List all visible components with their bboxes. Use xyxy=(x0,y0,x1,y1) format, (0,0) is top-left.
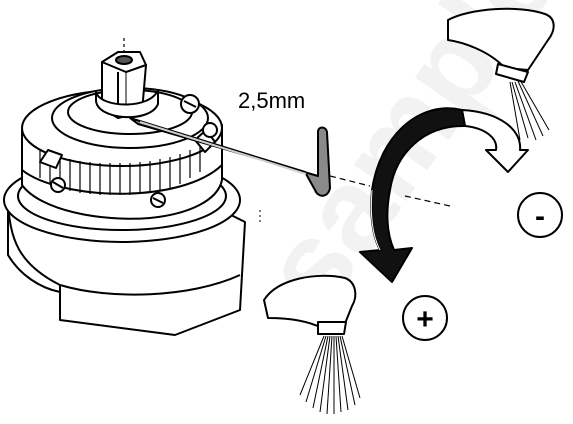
rotation-arrow-icon xyxy=(359,107,529,283)
increase-indicator: + xyxy=(402,295,448,341)
hex-key-icon xyxy=(129,117,451,222)
decrease-sign: - xyxy=(535,200,545,233)
valve-cartridge-icon xyxy=(3,38,246,336)
hot-spout-icon xyxy=(263,274,361,415)
dimension-label: 2,5mm xyxy=(238,88,305,113)
decrease-indicator: - xyxy=(517,192,563,238)
increase-sign: + xyxy=(416,303,434,336)
cold-spout-icon xyxy=(447,7,555,141)
